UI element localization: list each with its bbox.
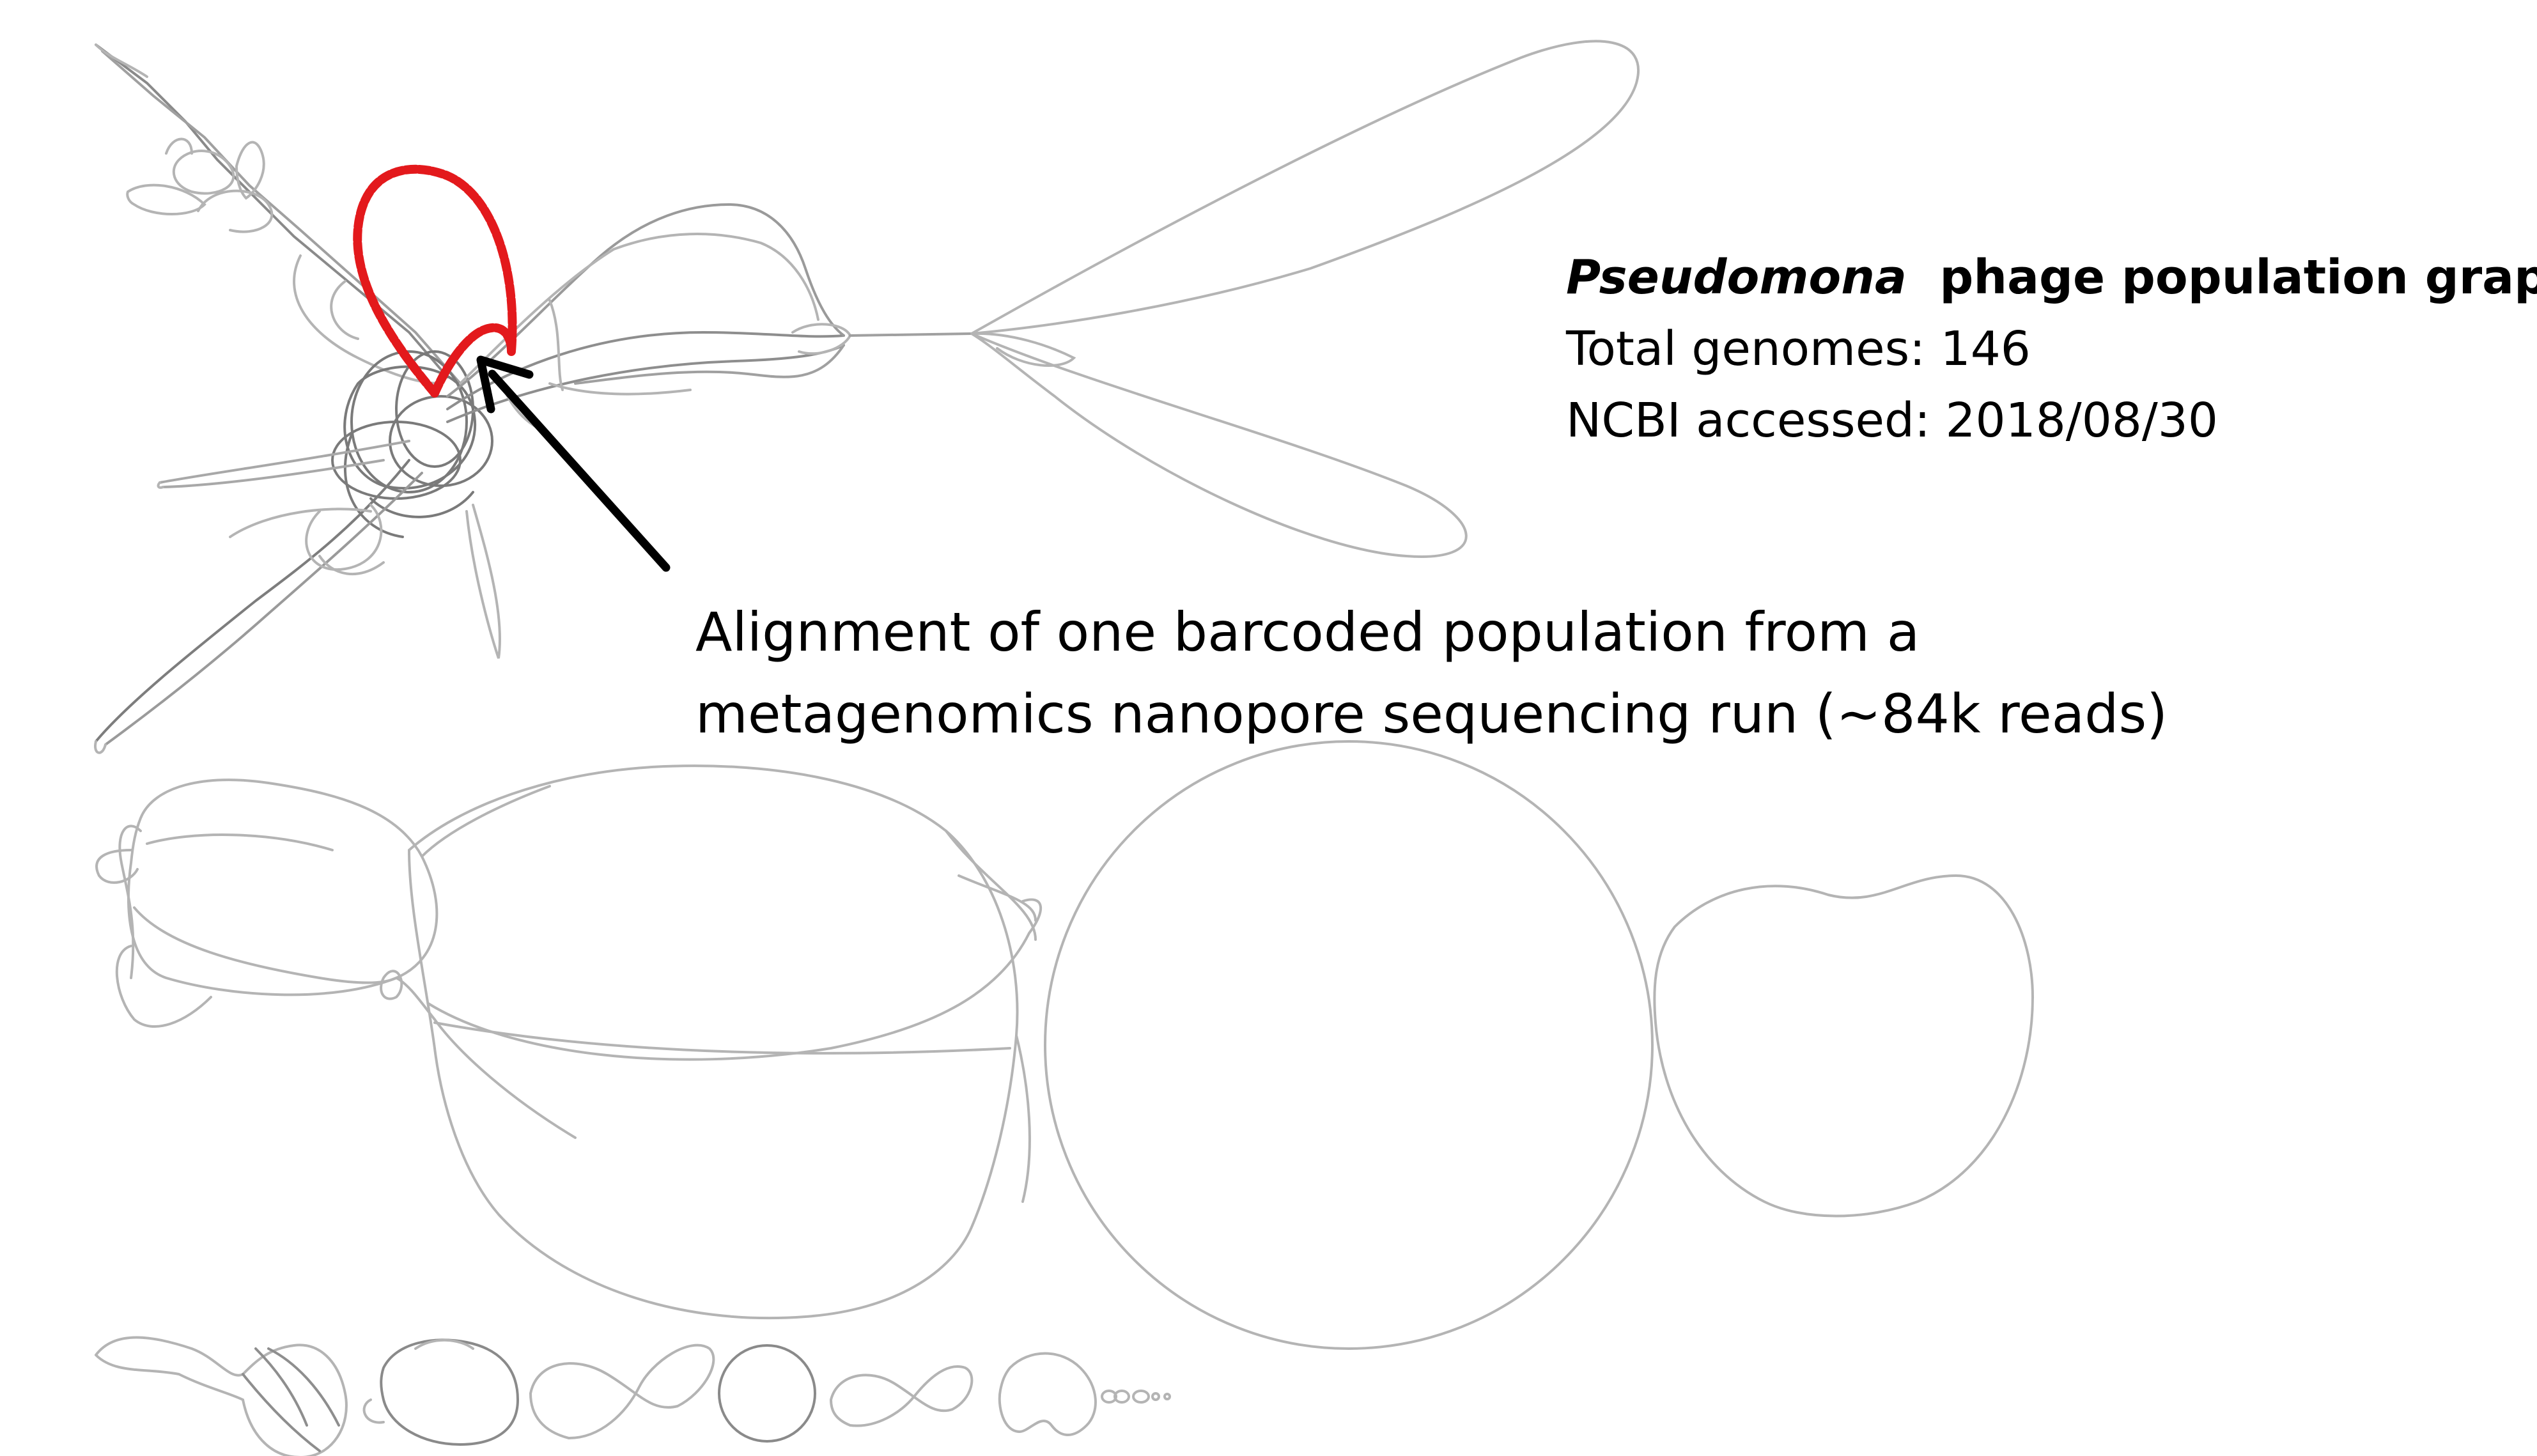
total-genomes: Total genomes: 146 [1566,321,2031,376]
graph-component-bottom-row [95,1336,1171,1456]
graph-title-rest: phage population graph [1939,250,2537,305]
graph-info: Pseudomona phage population graph Total … [1566,242,2537,456]
alignment-annotation: Alignment of one barcoded population fro… [695,591,2168,755]
graph-title: Pseudomona phage population graph [1566,242,2537,313]
graph-component-middle-2 [380,764,1042,1320]
graph-component-main [94,40,1640,754]
annotation-line-1: Alignment of one barcoded population fro… [695,601,1920,663]
highlighted-alignment-path [353,164,517,398]
graph-component-middle-3 [1044,740,1654,1350]
graph-component-middle-4 [1653,874,2035,1218]
annotation-arrow [476,355,671,572]
graph-component-middle-1 [95,778,577,1139]
organism-name: Pseudomona [1566,250,1907,305]
ncbi-accessed: NCBI accessed: 2018/08/30 [1566,393,2218,448]
annotation-line-2: metagenomics nanopore sequencing run (~8… [695,683,2168,745]
